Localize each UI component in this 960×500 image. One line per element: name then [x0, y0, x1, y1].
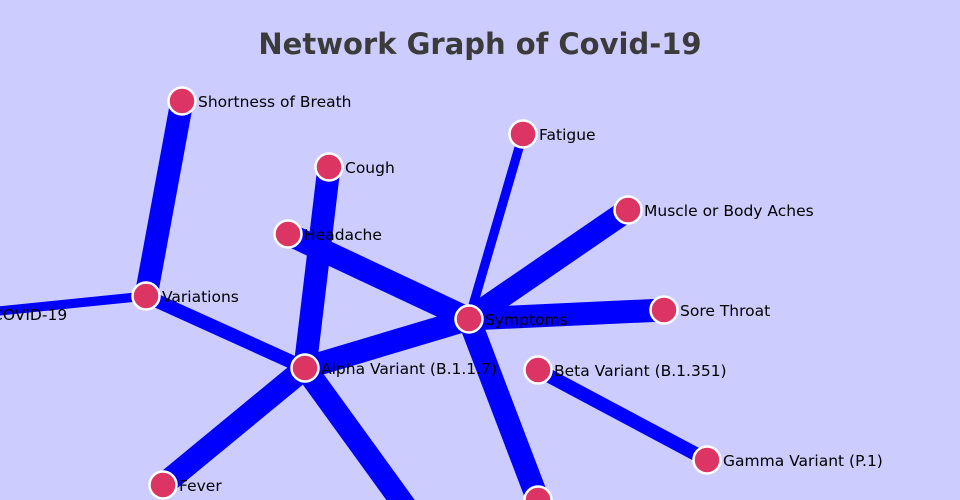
- node-label-gamma: Gamma Variant (P.1): [723, 452, 883, 470]
- node-aches[interactable]: [613, 195, 643, 225]
- edge-alpha-symptoms: [301, 307, 473, 380]
- node-label-covid: COVID-19: [0, 306, 67, 324]
- edge-symptoms-extra: [458, 314, 549, 500]
- node-label-alpha: Alpha Variant (B.1.1.7): [321, 360, 497, 378]
- node-label-aches: Muscle or Body Aches: [644, 202, 814, 220]
- edge-covid-variations: [0, 291, 147, 316]
- node-fatigue[interactable]: [508, 119, 538, 149]
- node-label-headache: Headache: [304, 226, 382, 244]
- node-cough[interactable]: [314, 152, 344, 182]
- node-label-cough: Cough: [345, 159, 395, 177]
- node-label-fatigue: Fatigue: [539, 126, 596, 144]
- edge-alpha-fever: [155, 359, 313, 494]
- edge-symptoms-aches: [462, 200, 635, 329]
- node-label-sore: Sore Throat: [680, 302, 770, 320]
- edge-symptoms-headache: [283, 223, 474, 330]
- edge-symptoms-sore: [468, 298, 665, 331]
- node-label-beta: Beta Variant (B.1.351): [554, 362, 727, 380]
- edge-alpha-cough: [293, 165, 341, 370]
- node-layer: [131, 86, 722, 500]
- node-gamma[interactable]: [692, 445, 722, 475]
- node-symptoms[interactable]: [454, 304, 484, 334]
- edge-symptoms-fatigue: [464, 132, 528, 321]
- edge-variations-alpha: [143, 289, 308, 375]
- node-label-symptoms: Symptoms: [485, 311, 568, 329]
- edge-variations-sob: [134, 98, 194, 299]
- node-label-variations: Variations: [162, 288, 239, 306]
- node-sob[interactable]: [167, 86, 197, 116]
- edge-beta-gamma: [534, 363, 711, 467]
- node-sore[interactable]: [649, 295, 679, 325]
- node-headache[interactable]: [273, 219, 303, 249]
- node-label-fever: Fever: [179, 477, 222, 495]
- node-variations[interactable]: [131, 281, 161, 311]
- node-fever[interactable]: [148, 470, 178, 500]
- edge-alpha-bottom-right: [295, 361, 415, 500]
- node-label-sob: Shortness of Breath: [198, 93, 352, 111]
- graph-title: Network Graph of Covid-19: [258, 27, 701, 61]
- edge-layer: [0, 98, 711, 500]
- node-beta[interactable]: [523, 355, 553, 385]
- node-alpha[interactable]: [290, 353, 320, 383]
- node-extra[interactable]: [523, 485, 553, 500]
